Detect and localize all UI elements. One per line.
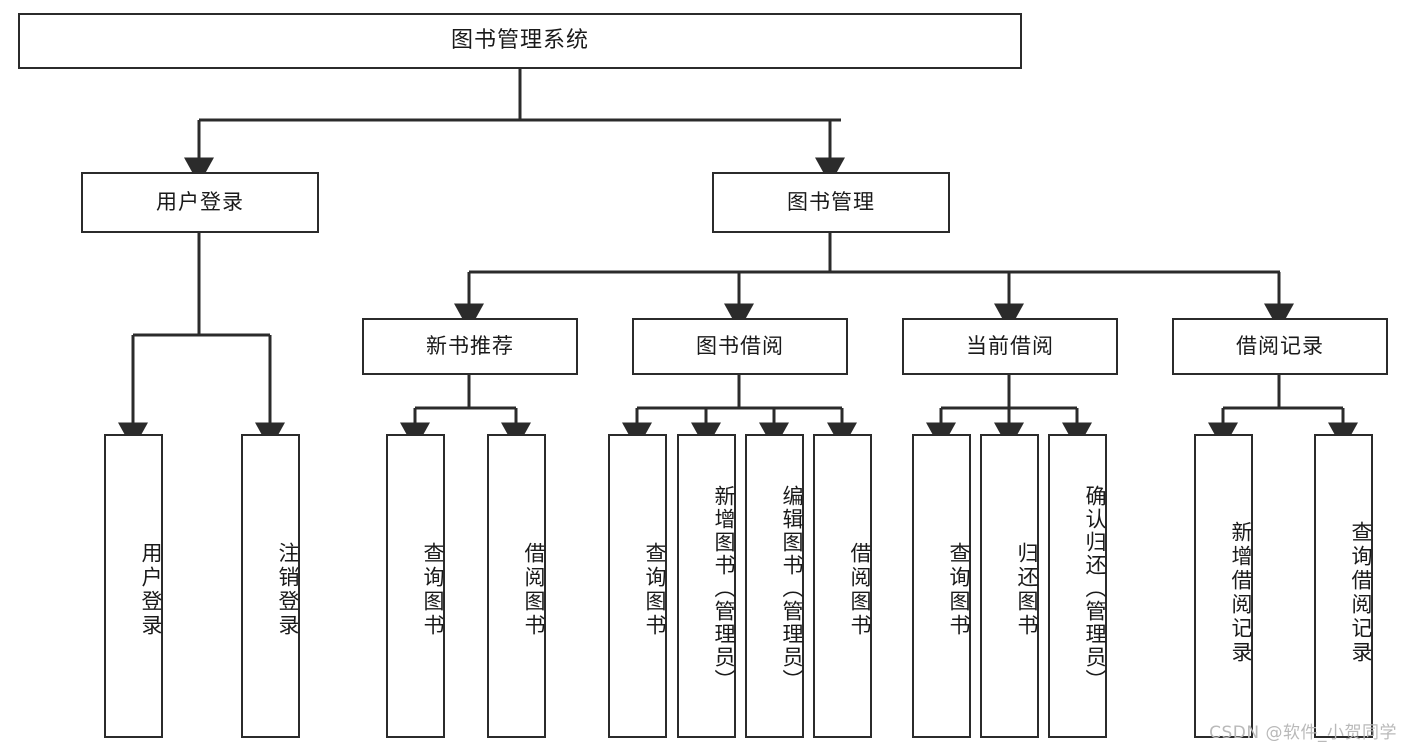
- leaf-record-add-record[interactable]: 新增借阅记录: [1194, 434, 1253, 738]
- node-label: 查询图书: [421, 542, 445, 638]
- leaf-user-login-signin[interactable]: 用户登录: [104, 434, 163, 738]
- watermark-text: CSDN @软件_小贺同学: [1209, 723, 1397, 743]
- node-label: 注销登录: [276, 542, 300, 638]
- node-label: 新增图书（管理员）: [712, 484, 736, 692]
- node-label: 新增借阅记录: [1229, 521, 1253, 665]
- node-label: 查询图书: [643, 542, 667, 638]
- node-book-management[interactable]: 图书管理: [712, 172, 950, 233]
- leaf-record-query-record[interactable]: 查询借阅记录: [1314, 434, 1373, 738]
- node-label: 用户登录: [156, 189, 244, 214]
- leaf-borrow-add-book-admin[interactable]: 新增图书（管理员）: [677, 434, 736, 738]
- node-borrow-record[interactable]: 借阅记录: [1172, 318, 1388, 375]
- node-label: 借阅图书: [848, 542, 872, 638]
- node-label: 借阅图书: [522, 542, 546, 638]
- node-label: 编辑图书（管理员）: [780, 484, 804, 692]
- node-label: 新书推荐: [426, 333, 514, 358]
- node-label: 图书借阅: [696, 333, 784, 358]
- leaf-recommend-query-book[interactable]: 查询图书: [386, 434, 445, 738]
- leaf-recommend-borrow-book[interactable]: 借阅图书: [487, 434, 546, 738]
- node-label: 查询借阅记录: [1349, 521, 1373, 665]
- leaf-borrow-edit-book-admin[interactable]: 编辑图书（管理员）: [745, 434, 804, 738]
- node-current-borrow[interactable]: 当前借阅: [902, 318, 1118, 375]
- node-new-book-recommend[interactable]: 新书推荐: [362, 318, 578, 375]
- leaf-current-query-book[interactable]: 查询图书: [912, 434, 971, 738]
- leaf-current-confirm-return-admin[interactable]: 确认归还（管理员）: [1048, 434, 1107, 738]
- leaf-borrow-query-book[interactable]: 查询图书: [608, 434, 667, 738]
- node-label: 图书管理系统: [450, 27, 589, 53]
- leaf-current-return-book[interactable]: 归还图书: [980, 434, 1039, 738]
- node-label: 归还图书: [1015, 542, 1039, 638]
- leaf-user-login-signout[interactable]: 注销登录: [241, 434, 300, 738]
- node-user-login[interactable]: 用户登录: [81, 172, 319, 233]
- leaf-borrow-borrow-book[interactable]: 借阅图书: [813, 434, 872, 738]
- node-label: 图书管理: [787, 189, 875, 214]
- node-label: 当前借阅: [966, 333, 1054, 358]
- node-book-borrow[interactable]: 图书借阅: [632, 318, 848, 375]
- node-root-system[interactable]: 图书管理系统: [18, 13, 1022, 69]
- node-label: 查询图书: [947, 542, 971, 638]
- node-label: 借阅记录: [1236, 333, 1324, 358]
- node-label: 用户登录: [139, 542, 163, 638]
- node-label: 确认归还（管理员）: [1083, 484, 1107, 692]
